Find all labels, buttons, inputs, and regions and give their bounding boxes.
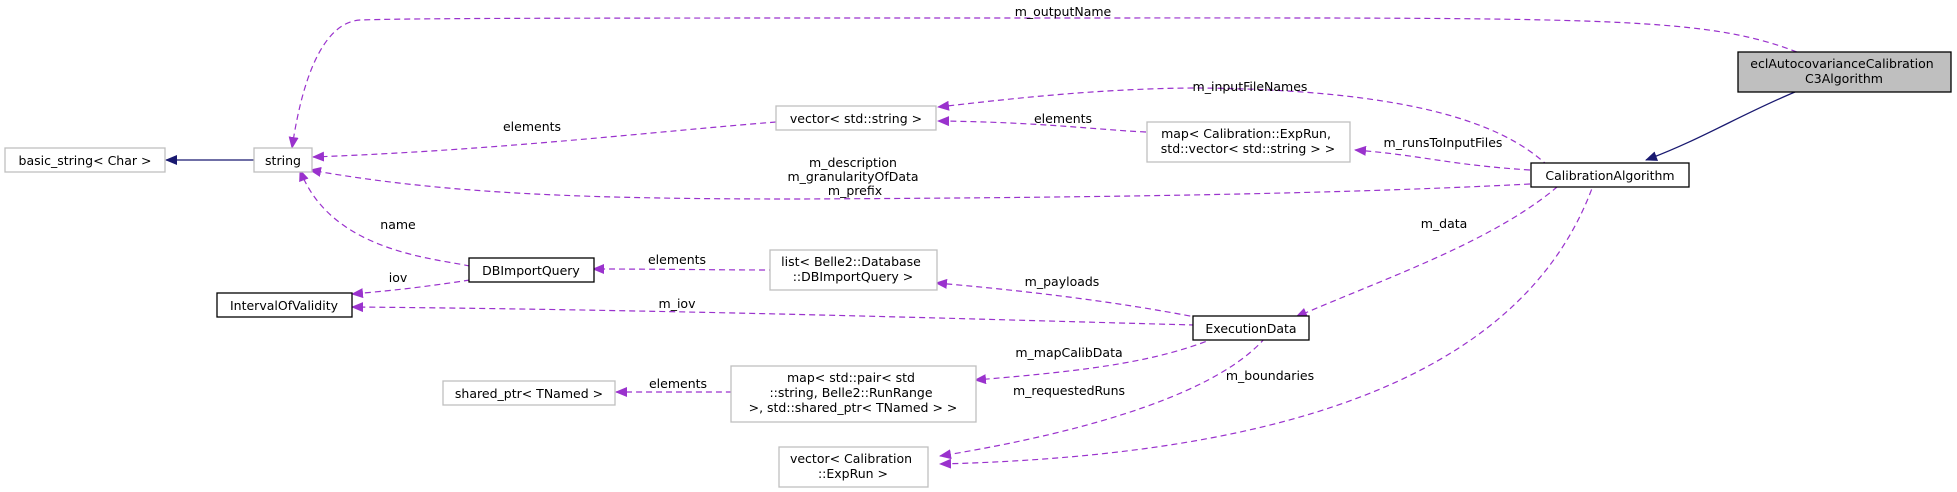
node-label: basic_string< Char > (19, 153, 152, 168)
node-label-line: basic_string< Char > (19, 153, 152, 168)
node-label-line: shared_ptr< TNamed > (455, 386, 603, 401)
node-label-line: ExecutionData (1205, 321, 1296, 336)
label-m-mapCalibData: m_mapCalibData (1015, 345, 1122, 360)
label-m-iov: m_iov (659, 296, 697, 311)
node-calibration-algorithm[interactable]: CalibrationAlgorithm (1530, 162, 1690, 188)
node-label-line: string (265, 153, 301, 168)
label-line: m_description (809, 155, 897, 170)
label-m-requestedRuns: m_requestedRuns (1013, 383, 1125, 398)
label-line: m_prefix (828, 183, 882, 198)
label-line: m_runsToInputFiles (1384, 135, 1503, 150)
label-line: elements (503, 119, 561, 134)
edge-elements-list (592, 264, 776, 275)
node-label: CalibrationAlgorithm (1545, 168, 1674, 183)
node-execution-data[interactable]: ExecutionData (1192, 315, 1310, 341)
label-line: m_payloads (1025, 274, 1100, 289)
node-label: list< Belle2::Database ::DBImportQuery > (781, 254, 925, 284)
label-line: elements (649, 376, 707, 391)
label-line: m_granularityOfData (787, 169, 918, 184)
node-list-belle2-database-dbimportquery[interactable]: list< Belle2::Database ::DBImportQuery > (769, 249, 938, 291)
node-label-line: C3Algorithm (1805, 71, 1883, 86)
edge-elements-map-exprun (937, 116, 1147, 133)
node-label: DBImportQuery (482, 263, 580, 278)
node-vector-calibration-exprun[interactable]: vector< Calibration ::ExpRun > (778, 446, 929, 488)
label-line: m_requestedRuns (1013, 383, 1125, 398)
label-line: m_outputName (1015, 4, 1112, 19)
edge-iov (351, 279, 471, 299)
node-map-calibration-exprun[interactable]: map< Calibration::ExpRun, std::vector< s… (1146, 121, 1351, 163)
node-interval-of-validity[interactable]: IntervalOfValidity (216, 292, 353, 318)
edge-m-payloads (935, 278, 1201, 319)
edge-inheritance-algorithm (1645, 91, 1796, 161)
label-line: elements (1034, 111, 1092, 126)
label-line: iov (389, 270, 408, 285)
node-label-line: CalibrationAlgorithm (1545, 168, 1674, 183)
label-m-data: m_data (1421, 216, 1468, 231)
edge-m-outputName (288, 17, 1798, 149)
edge-m-runsToInputFiles (1354, 145, 1531, 171)
label-m-runsToInputFiles: m_runsToInputFiles (1384, 135, 1503, 150)
label-m-inputFileNames: m_inputFileNames (1193, 79, 1308, 94)
label-m-boundaries: m_boundaries (1226, 368, 1314, 383)
node-label-line: map< std::pair< std (787, 370, 915, 385)
label-elements-list: elements (648, 252, 706, 267)
label-line: m_data (1421, 216, 1468, 231)
node-label: IntervalOfValidity (230, 298, 339, 313)
node-label: shared_ptr< TNamed > (455, 386, 603, 401)
node-label-line: >, std::shared_ptr< TNamed > > (749, 400, 958, 415)
edge-m-iov (351, 302, 1196, 326)
node-label-line: map< Calibration::ExpRun, (1161, 126, 1331, 141)
edge-name (299, 169, 471, 267)
label-iov: iov (389, 270, 408, 285)
label-elements-shared: elements (649, 376, 707, 391)
node-label-line: vector< Calibration (790, 451, 912, 466)
node-shared-ptr-tnamed[interactable]: shared_ptr< TNamed > (442, 380, 616, 406)
node-label-line: ::DBImportQuery > (793, 269, 914, 284)
label-line: m_mapCalibData (1015, 345, 1122, 360)
node-dbimportquery[interactable]: DBImportQuery (468, 257, 595, 283)
label-m-outputName: m_outputName (1015, 4, 1112, 19)
node-label: map< std::pair< std ::string, Belle2::Ru… (749, 370, 958, 415)
edge-elements-vector-string (312, 121, 777, 162)
node-label-line: list< Belle2::Database (781, 254, 921, 269)
label-m-payloads: m_payloads (1025, 274, 1100, 289)
node-label: vector< Calibration ::ExpRun > (790, 451, 916, 481)
node-label-line: vector< std::string > (790, 111, 922, 126)
node-label: vector< std::string > (790, 111, 922, 126)
label-elements-vector-string: elements (503, 119, 561, 134)
label-line: elements (648, 252, 706, 267)
node-string[interactable]: string (253, 147, 313, 173)
node-basic-string-char[interactable]: basic_string< Char > (4, 147, 166, 173)
node-label: string (265, 153, 301, 168)
node-label-line: ::ExpRun > (818, 466, 888, 481)
edge-m-mapCalibData (974, 337, 1216, 385)
label-m-description-group: m_description m_granularityOfData m_pref… (787, 155, 922, 198)
label-elements-map-exprun: elements (1034, 111, 1092, 126)
node-map-std-pair-runrange[interactable]: map< std::pair< std ::string, Belle2::Ru… (730, 365, 977, 423)
node-label-line: ::string, Belle2::RunRange (769, 385, 932, 400)
edge-m-boundaries (939, 179, 1596, 469)
node-label: eclAutocovarianceCalibration C3Algorithm (1750, 56, 1937, 86)
node-label-line: std::vector< std::string > > (1161, 141, 1335, 156)
edge-m-data (1295, 179, 1566, 318)
label-name: name (380, 217, 416, 232)
node-label-line: DBImportQuery (482, 263, 580, 278)
node-vector-std-string[interactable]: vector< std::string > (775, 105, 937, 131)
node-label: ExecutionData (1205, 321, 1296, 336)
node-label-line: eclAutocovarianceCalibration (1750, 56, 1933, 71)
edge-m-description-group (309, 167, 1531, 200)
label-line: m_inputFileNames (1193, 79, 1308, 94)
node-label: map< Calibration::ExpRun, std::vector< s… (1161, 126, 1335, 156)
label-line: m_boundaries (1226, 368, 1314, 383)
label-line: m_iov (659, 296, 697, 311)
node-label-line: IntervalOfValidity (230, 298, 339, 313)
node-ecl-autocovariance-calibration-c3-algorithm[interactable]: eclAutocovarianceCalibration C3Algorithm (1737, 51, 1952, 93)
label-line: name (380, 217, 416, 232)
